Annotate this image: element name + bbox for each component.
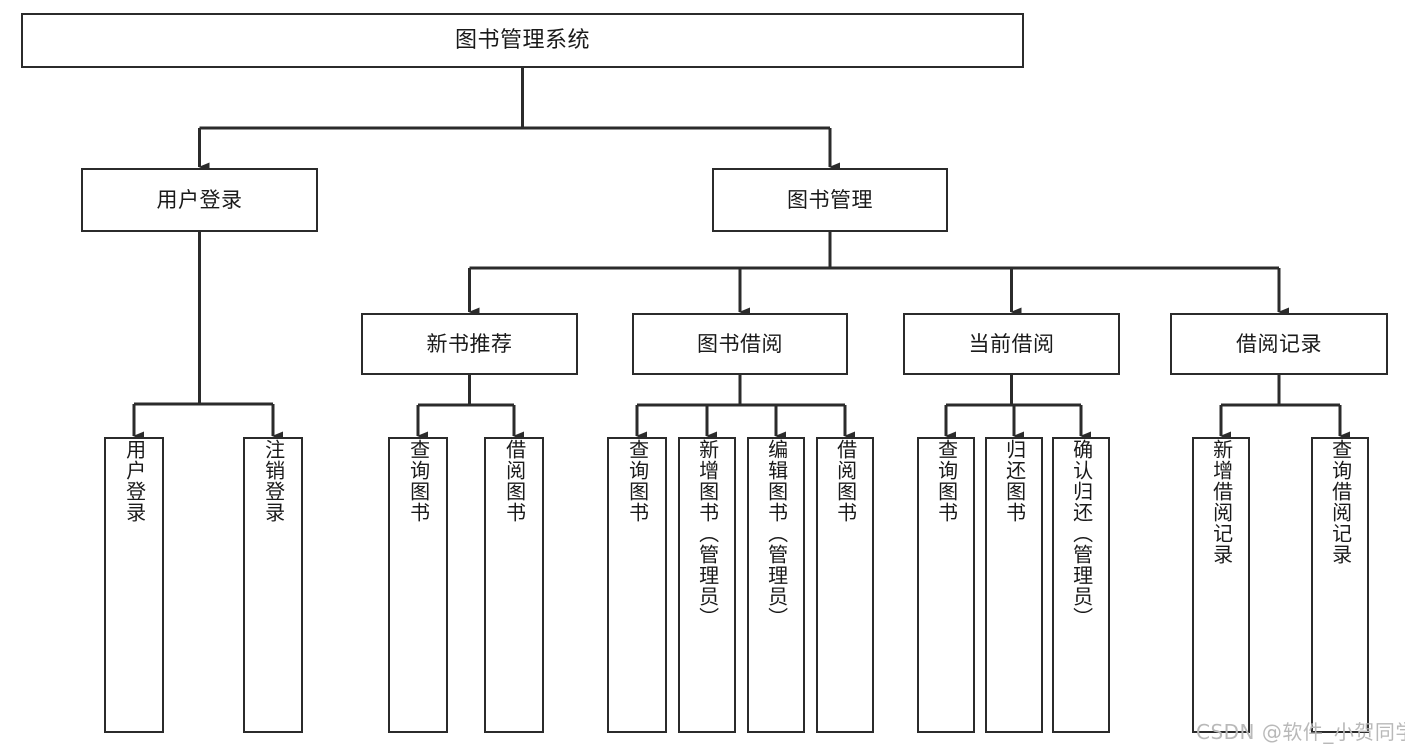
node-leaf-borrow-book-bw[interactable]: 借阅图书	[816, 437, 874, 733]
node-new-book-recommend[interactable]: 新书推荐	[361, 313, 578, 375]
node-book-manage[interactable]: 图书管理	[712, 168, 948, 232]
node-leaf-user-logout[interactable]: 注销登录	[243, 437, 303, 733]
node-root-label: 图书管理系统	[454, 27, 590, 53]
node-borrow-record-label: 借阅记录	[1236, 331, 1322, 356]
node-leaf-add-borrow-record-label: 新增借阅记录	[1209, 439, 1234, 565]
node-leaf-borrow-book-rec[interactable]: 借阅图书	[484, 437, 544, 733]
node-leaf-add-book-admin[interactable]: 新增图书（管理员）	[678, 437, 736, 733]
node-leaf-query-book-bw-label: 查询图书	[625, 439, 650, 523]
node-leaf-borrow-book-bw-label: 借阅图书	[833, 439, 858, 523]
node-book-borrow[interactable]: 图书借阅	[632, 313, 848, 375]
node-leaf-user-login-label: 用户登录	[122, 439, 147, 523]
node-leaf-query-book-cur-label: 查询图书	[934, 439, 959, 523]
node-current-borrow[interactable]: 当前借阅	[903, 313, 1120, 375]
node-leaf-return-book-label: 归还图书	[1002, 439, 1027, 523]
node-current-borrow-label: 当前借阅	[968, 331, 1055, 356]
node-leaf-user-logout-label: 注销登录	[261, 439, 286, 523]
node-leaf-query-book-rec[interactable]: 查询图书	[388, 437, 448, 733]
node-leaf-query-book-bw[interactable]: 查询图书	[607, 437, 667, 733]
node-borrow-record[interactable]: 借阅记录	[1170, 313, 1388, 375]
node-leaf-confirm-return-admin-label: 确认归还（管理员）	[1069, 439, 1094, 628]
node-user-login-label: 用户登录	[156, 187, 243, 212]
node-leaf-add-borrow-record[interactable]: 新增借阅记录	[1192, 437, 1250, 733]
node-leaf-edit-book-admin-label: 编辑图书（管理员）	[764, 439, 789, 628]
node-leaf-borrow-book-rec-label: 借阅图书	[502, 439, 527, 523]
node-leaf-query-book-rec-label: 查询图书	[406, 439, 431, 523]
node-leaf-add-book-admin-label: 新增图书（管理员）	[695, 439, 720, 628]
node-book-manage-label: 图书管理	[787, 187, 873, 212]
node-new-book-recommend-label: 新书推荐	[426, 331, 513, 356]
node-leaf-user-login[interactable]: 用户登录	[104, 437, 164, 733]
node-root[interactable]: 图书管理系统	[21, 13, 1024, 68]
node-leaf-edit-book-admin[interactable]: 编辑图书（管理员）	[747, 437, 805, 733]
node-leaf-return-book[interactable]: 归还图书	[985, 437, 1043, 733]
node-user-login[interactable]: 用户登录	[81, 168, 318, 232]
node-leaf-query-borrow-record-label: 查询借阅记录	[1328, 439, 1353, 565]
node-book-borrow-label: 图书借阅	[697, 331, 783, 356]
node-leaf-query-book-cur[interactable]: 查询图书	[917, 437, 975, 733]
watermark: CSDN @软件_小贺同学	[1196, 720, 1405, 744]
node-leaf-query-borrow-record[interactable]: 查询借阅记录	[1311, 437, 1369, 733]
node-leaf-confirm-return-admin[interactable]: 确认归还（管理员）	[1052, 437, 1110, 733]
